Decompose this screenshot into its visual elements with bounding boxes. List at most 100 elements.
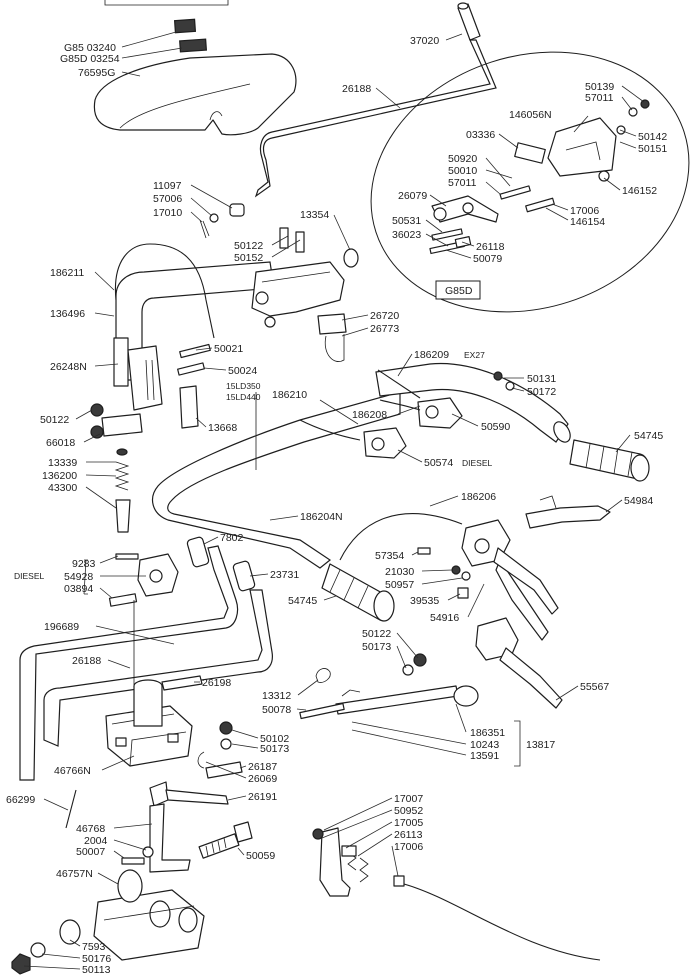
label-50142: 50142 <box>638 131 667 143</box>
label-7802: 7802 <box>220 532 244 544</box>
label-13591: 13591 <box>470 750 499 762</box>
label-50952: 50952 <box>394 805 423 817</box>
bolt-50531 <box>431 228 463 241</box>
nut-50131 <box>493 371 503 381</box>
label-50176: 50176 <box>82 953 111 965</box>
label-76595g: 76595G <box>78 67 115 79</box>
label-50122-b: 50122 <box>40 414 69 426</box>
label-186208: 186208 <box>352 409 387 421</box>
label-26118: 26118 <box>476 241 505 253</box>
cable-186211 <box>114 243 215 339</box>
pin-11097 <box>229 203 245 217</box>
bracket-66018 <box>101 413 143 437</box>
label-50021: 50021 <box>214 343 243 355</box>
label-2004: 2004 <box>84 835 108 847</box>
cable-66299 <box>65 789 77 829</box>
shift-rod-26188 <box>254 39 497 198</box>
label-50131: 50131 <box>527 373 556 385</box>
g85d-detail-outline <box>370 51 690 313</box>
label-13339: 13339 <box>48 457 77 469</box>
label-186351: 186351 <box>470 727 505 739</box>
throttle-50574 <box>363 427 407 459</box>
washer-50173-b <box>220 738 232 750</box>
bracket-17007 <box>319 827 351 897</box>
label-26188-top: 26188 <box>342 83 371 95</box>
label-50122-a: 50122 <box>234 240 263 252</box>
rod-196689 <box>19 545 239 781</box>
label-186206: 186206 <box>461 491 496 503</box>
label-50059: 50059 <box>246 850 275 862</box>
label-17005: 17005 <box>394 817 423 829</box>
column-tube <box>115 261 345 381</box>
nut-66018 <box>90 425 104 439</box>
label-43300: 43300 <box>48 482 77 494</box>
label-50007: 50007 <box>76 846 105 858</box>
cable-17006 <box>403 883 601 961</box>
label-136496: 136496 <box>50 308 85 320</box>
decal-03254 <box>179 38 208 53</box>
label-146056n: 146056N <box>509 109 552 121</box>
part-labels: 37020 26188 G85 03240 G85D 03254 76595G … <box>6 35 667 976</box>
label-54916: 54916 <box>430 612 459 624</box>
bracket-13312 <box>315 668 331 683</box>
knob-23731 <box>232 560 256 592</box>
label-57006: 57006 <box>153 193 182 205</box>
cable-clamp-26720 <box>317 313 347 362</box>
label-23731: 23731 <box>270 569 299 581</box>
label-50151: 50151 <box>638 143 667 155</box>
label-186204n: 186204N <box>300 511 343 523</box>
rod-26188-lower <box>43 589 273 747</box>
label-13817: 13817 <box>526 739 555 751</box>
label-50173-b: 50173 <box>260 743 289 755</box>
label-11097: 11097 <box>153 180 182 192</box>
nut-50113 <box>11 953 31 975</box>
label-50079: 50079 <box>473 253 502 265</box>
label-7593: 7593 <box>82 941 106 953</box>
label-186210: 186210 <box>272 389 307 401</box>
nut-21030 <box>451 565 461 575</box>
label-37020: 37020 <box>410 35 439 47</box>
label-57011-b: 57011 <box>448 177 477 189</box>
washer-50173-a <box>402 664 414 676</box>
label-21030: 21030 <box>385 566 414 578</box>
label-46757n: 46757N <box>56 868 93 880</box>
label-50139: 50139 <box>585 81 614 93</box>
label-13312: 13312 <box>262 690 291 702</box>
label-diesel-b: DIESEL <box>14 571 45 581</box>
bolt-50078 <box>299 702 345 720</box>
clutch-lever-54984 <box>525 495 611 529</box>
label-36023: 36023 <box>392 229 421 241</box>
label-146152: 146152 <box>622 185 657 197</box>
decal-03240 <box>173 18 197 34</box>
cable-186208 <box>379 399 421 411</box>
label-03894: 03894 <box>64 583 93 595</box>
lever-26079 <box>431 195 499 223</box>
label-9283: 9283 <box>72 558 96 570</box>
ferrule-26113 <box>341 845 357 857</box>
label-13354: 13354 <box>300 209 329 221</box>
label-57011-a: 57011 <box>585 92 614 104</box>
handlebar-186204n <box>151 362 571 569</box>
label-50152: 50152 <box>234 252 263 264</box>
label-39535: 39535 <box>410 595 439 607</box>
bushing-7593 <box>59 919 81 945</box>
label-g85-03240: G85 03240 <box>64 42 116 54</box>
washer-50172 <box>505 381 515 391</box>
label-50574: 50574 <box>424 457 453 469</box>
plate-03336 <box>514 142 546 164</box>
label-54928: 54928 <box>64 571 93 583</box>
plate-26187 <box>205 761 243 779</box>
label-50010: 50010 <box>448 165 477 177</box>
lever-26248n <box>113 337 163 411</box>
leader-lines <box>23 31 645 970</box>
bolt-50024 <box>177 362 205 376</box>
cable-186206 <box>339 513 463 561</box>
plate-13668 <box>179 385 199 429</box>
label-26720: 26720 <box>370 310 399 322</box>
diesel-lever-54928 <box>137 553 179 597</box>
label-10243: 10243 <box>470 739 499 751</box>
spacer-39535 <box>457 587 469 599</box>
label-26198: 26198 <box>202 677 231 689</box>
bolt-50059 <box>198 821 253 859</box>
